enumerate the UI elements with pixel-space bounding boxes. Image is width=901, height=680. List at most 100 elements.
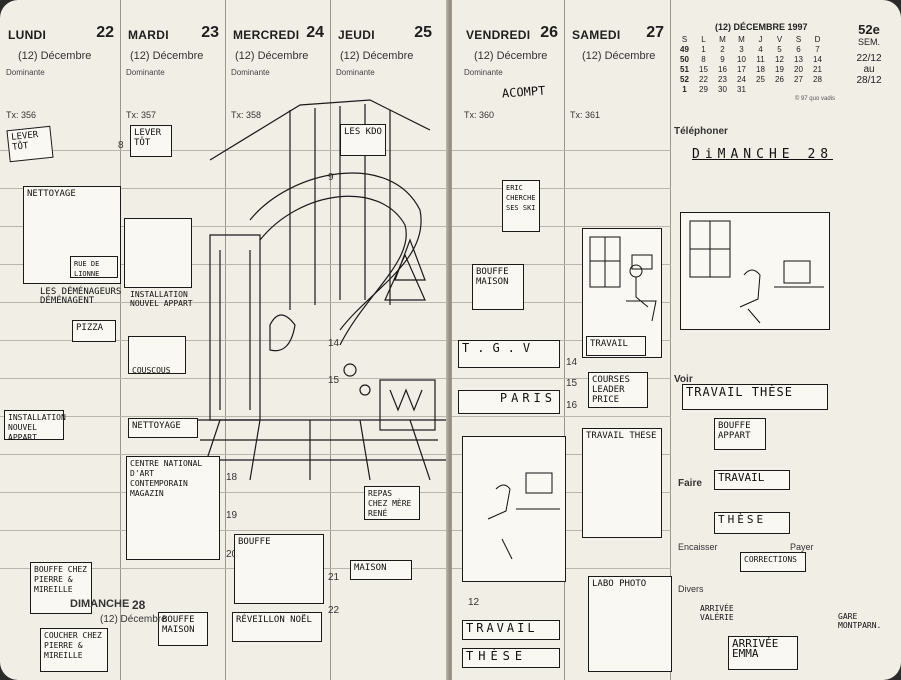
calendar-header: M [719, 34, 726, 44]
dominante-label: Dominante [464, 68, 503, 77]
note-bouffe-maison-right: BOUFFE MAISON [472, 264, 524, 310]
hour-label: 9 [328, 172, 334, 183]
week-box: 52e SEM. 22/12 au 28/12 [840, 22, 898, 86]
sunday-number: 28 [132, 598, 146, 612]
calendar-day [770, 84, 789, 94]
telephoner-label: Téléphoner [674, 126, 728, 137]
calendar-day: 3 [739, 44, 744, 54]
note-travail-these-big: TRAVAIL THÈSE [682, 384, 828, 410]
note-lever-tot-2: LEVER TÔT [130, 125, 172, 157]
calendar-header: S [795, 34, 802, 44]
calendar-day: 8 [701, 54, 706, 64]
day-name: MARDI [128, 28, 169, 42]
calendar-day: 28 [813, 74, 822, 84]
calendar-day [808, 84, 827, 94]
calendar-title: (12) DÉCEMBRE 1997 [715, 22, 808, 32]
hour-label: 16 [566, 400, 578, 411]
note-bouffe-pierre: BOUFFE CHEZ PIERRE & MIREILLE [30, 562, 92, 614]
sketch-travail-these: TRAVAIL THESE [582, 428, 662, 538]
calendar-day: 27 [794, 74, 803, 84]
calendar-day: 10 [737, 54, 746, 64]
note-coucher: COUCHER CHEZ PIERRE & MIREILLE [40, 628, 108, 672]
calendar-day: 49 [680, 44, 689, 54]
day-name: MERCREDI [233, 28, 300, 42]
week-number: 52e [858, 22, 880, 37]
hour-label: 14 [328, 338, 340, 349]
day-number: 22 [96, 24, 114, 41]
calendar-day: 26 [775, 74, 784, 84]
day-number: 24 [306, 24, 324, 41]
right-page: VENDREDI 26 (12) Décembre Dominante Tx: … [452, 0, 901, 680]
computer-drawing [487, 472, 560, 560]
note-tgv: T.G.V [458, 340, 560, 368]
week-to: 28/12 [856, 75, 882, 86]
calendar-footer: © 97 quo vadis [794, 96, 835, 102]
hour-label: 8 [118, 140, 124, 151]
note-these: THÈSE [462, 648, 560, 668]
note-bouffe-appart: BOUFFE APPART [714, 418, 766, 450]
calendar-day: 11 [756, 54, 765, 64]
calendar-day: 2 [720, 44, 725, 54]
day-month: (12) Décembre [340, 50, 414, 62]
hour-label: 22 [328, 605, 340, 616]
note-eric-skis: ERIC CHERCHE SES SKI [502, 180, 540, 232]
calendar-day: 16 [718, 64, 727, 74]
calendar-day: 15 [699, 64, 708, 74]
hour-label: 14 [566, 357, 578, 368]
note-repas: REPAS CHEZ MÈRE RENÉ [364, 486, 420, 520]
calendar-day: 7 [815, 44, 820, 54]
calendar-day: 5 [777, 44, 782, 54]
sunday-month: (12) Décembre [100, 614, 167, 625]
note-arrivee-emma: ARRIVÉE EMMA [728, 636, 798, 670]
note-acompte: ACOMPT [501, 83, 546, 101]
sketch-computer-desk [462, 436, 566, 582]
calendar-day: 19 [775, 64, 784, 74]
note-labo: LABO PHOTO [592, 579, 647, 589]
calendar-day: 52 [680, 74, 689, 84]
tx-label: Tx: 360 [464, 110, 495, 120]
sketch-installation [124, 218, 192, 288]
calendar-day: 22 [699, 74, 708, 84]
divers-label: Divers [678, 584, 704, 594]
tx-label: Tx: 361 [570, 110, 601, 120]
calendar-day: 30 [718, 84, 727, 94]
sketch-desk-window [680, 212, 830, 330]
note-dimanche: DiMANCHE 28 [692, 147, 834, 162]
window-desk-drawing [689, 220, 824, 324]
left-page: LUNDI 22 (12) Décembre Dominante Tx: 356… [0, 0, 448, 680]
day-number: 26 [540, 24, 558, 41]
calendar-day: 1 [701, 44, 706, 54]
day-month: (12) Décembre [235, 50, 309, 62]
hour-label: 19 [226, 510, 238, 521]
calendar-header: D [814, 34, 821, 44]
note-nettoyage-2: NETTOYAGE [128, 418, 198, 438]
calendar-header-row: S L M M J V S D [675, 34, 827, 44]
note-corrections: CORRECTIONS [740, 552, 806, 572]
binding-gutter [446, 0, 454, 680]
hour-label: 18 [226, 472, 238, 483]
day-number: 23 [201, 24, 219, 41]
note-courses: COURSES LEADER PRICE [588, 372, 648, 408]
note-reveillon: RÉVEILLON NOËL [232, 612, 322, 642]
note-travail: TRAVAIL [586, 336, 646, 356]
hour-label: 12 [468, 597, 480, 608]
calendar-day: 21 [813, 64, 822, 74]
sunday-label: DIMANCHE [70, 598, 130, 610]
day-month: (12) Décembre [130, 50, 204, 62]
calendar-header: M [738, 34, 745, 44]
hour-label: 15 [566, 378, 578, 389]
calendar-day [751, 84, 770, 94]
note-paris: PARIS [458, 390, 560, 414]
note-bouffe-maison: BOUFFE MAISON [158, 612, 208, 646]
day-number: 25 [414, 24, 432, 41]
calendar-day: 12 [775, 54, 784, 64]
day-month: (12) Décembre [582, 50, 656, 62]
day-name: SAMEDI [572, 28, 621, 42]
tx-label: Tx: 357 [126, 110, 157, 120]
week-from: 22/12 [856, 53, 882, 64]
